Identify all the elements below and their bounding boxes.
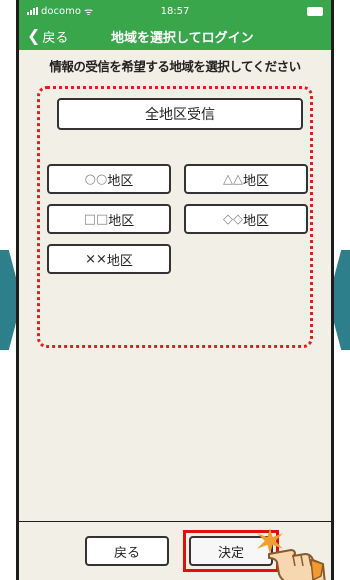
district-button-circle[interactable]: ○○地区 [47,164,171,194]
status-bar: docomo ᯤ 18:57 [19,0,331,22]
pointing-hand-icon [268,549,326,580]
page-title: 地域を選択してログイン [111,30,254,46]
district-mark: ×× [85,251,107,267]
district-label: 地区 [242,213,269,229]
district-mark: □□ [83,211,109,227]
instruction-text: 情報の受信を希望する地域を選択してください [49,59,301,74]
battery-icon [307,7,323,16]
nav-bar: ❮ 戻る 地域を選択してログイン [19,22,331,50]
main-content: 情報の受信を希望する地域を選択してください 全地区受信 ○○地区 △△地区 □□… [19,50,331,520]
district-label: 地区 [107,173,134,189]
all-districts-button[interactable]: 全地区受信 [57,98,303,130]
nav-back-button[interactable]: ❮ 戻る [19,27,68,46]
district-button-diamond[interactable]: ◇◇地区 [184,204,308,234]
district-selection-highlight [37,86,313,348]
district-label: 地区 [242,173,269,189]
carrier-name: docomo [41,5,81,17]
chevron-left-icon: ❮ [27,26,41,45]
bottom-action-bar: 戻る 決定 [19,521,331,580]
phone-screen: docomo ᯤ 18:57 ❮ 戻る 地域を選択してログイン 情報の受信を希望… [16,0,334,580]
district-button-square[interactable]: □□地区 [47,204,171,234]
district-label: 地区 [108,213,135,229]
back-button[interactable]: 戻る [85,536,169,566]
district-button-cross[interactable]: ××地区 [47,244,171,274]
district-button-triangle[interactable]: △△地区 [184,164,308,194]
nav-back-label: 戻る [42,30,69,46]
confirm-button[interactable]: 決定 [189,536,273,566]
wifi-icon: ᯤ [83,7,94,18]
district-mark: ○○ [84,171,108,187]
district-label: 地区 [106,253,133,269]
district-mark: △△ [222,171,243,187]
carrier-info: docomo ᯤ [27,4,93,18]
district-mark: ◇◇ [222,211,243,227]
signal-icon [27,7,38,15]
